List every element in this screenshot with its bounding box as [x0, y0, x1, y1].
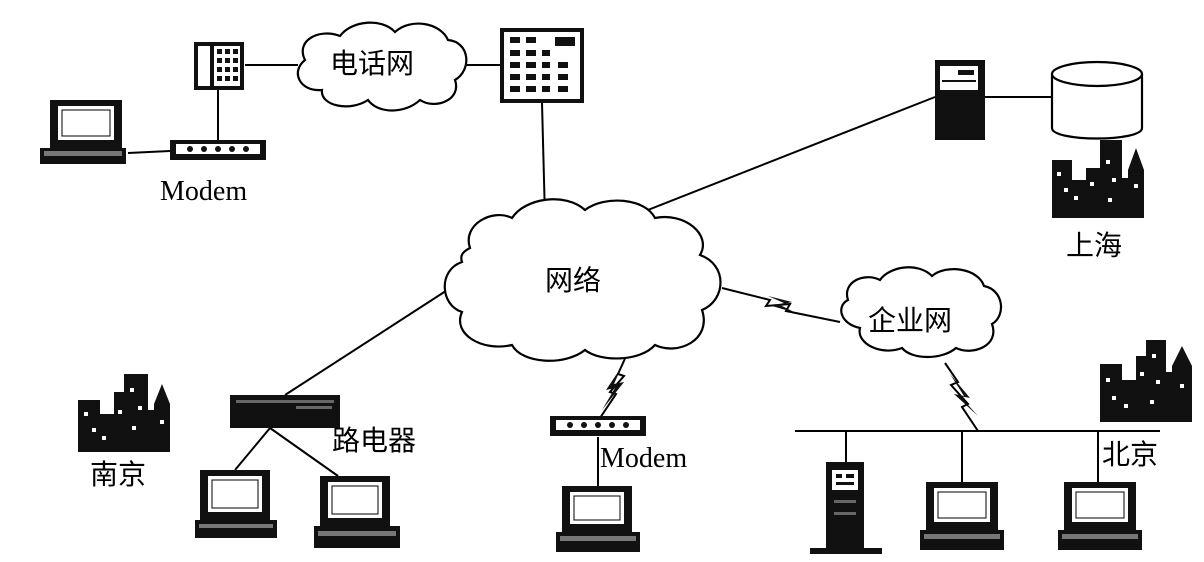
lightning-bolt-3	[950, 374, 978, 416]
pc-beijing-right	[1058, 482, 1142, 550]
switch-box-icon	[500, 28, 584, 103]
nanjing-label: 南京	[90, 458, 146, 491]
skyline-shanghai	[1052, 140, 1144, 218]
link-pc-modem-top	[127, 150, 171, 154]
beijing-label: 北京	[1102, 438, 1158, 471]
cloud-telephone-network	[296, 21, 468, 112]
skyline-beijing-windows	[1106, 354, 1184, 408]
modem-bottom-label: Modem	[600, 443, 687, 474]
lightning-internet-enterprise	[721, 287, 841, 323]
router-label: 路电器	[332, 424, 416, 457]
pc-beijing-middle	[920, 482, 1004, 550]
telephone-icon	[194, 42, 244, 90]
link-router-pc2	[269, 427, 339, 477]
skyline-beijing	[1100, 340, 1192, 422]
link-internet-shanghai	[629, 96, 936, 218]
connections	[127, 64, 1160, 486]
pc-modem-bottom	[556, 486, 640, 552]
cloud-internet	[443, 198, 722, 362]
tower-server-beijing	[810, 462, 882, 554]
skyline-nanjing	[78, 374, 170, 452]
pc-nanjing-right	[314, 476, 400, 548]
skyline-nanjing-windows	[84, 388, 164, 440]
enterprise-network-label: 企业网	[868, 304, 952, 337]
modem-top	[170, 140, 266, 160]
lightning-bolt-2	[602, 366, 624, 410]
server-shanghai	[935, 60, 985, 140]
skyline-shanghai-windows	[1057, 160, 1138, 202]
pc-top-left	[40, 100, 126, 164]
lightning-bolt-1	[768, 296, 796, 313]
telephone-network-label: 电话网	[330, 47, 414, 80]
shanghai-label: 上海	[1066, 229, 1122, 262]
internet-label: 网络	[545, 264, 601, 297]
router-icon	[230, 395, 340, 428]
modem-bottom	[550, 416, 646, 436]
cloud-enterprise-network	[840, 266, 1002, 358]
wireless-links	[599, 287, 979, 432]
pc-nanjing-left	[195, 470, 277, 538]
link-router-pc1	[234, 427, 271, 471]
database-icon	[1050, 60, 1144, 140]
modem-top-label: Modem	[160, 176, 247, 207]
lightning-enterprise-beijing	[944, 362, 979, 432]
link-internet-router	[284, 286, 453, 396]
